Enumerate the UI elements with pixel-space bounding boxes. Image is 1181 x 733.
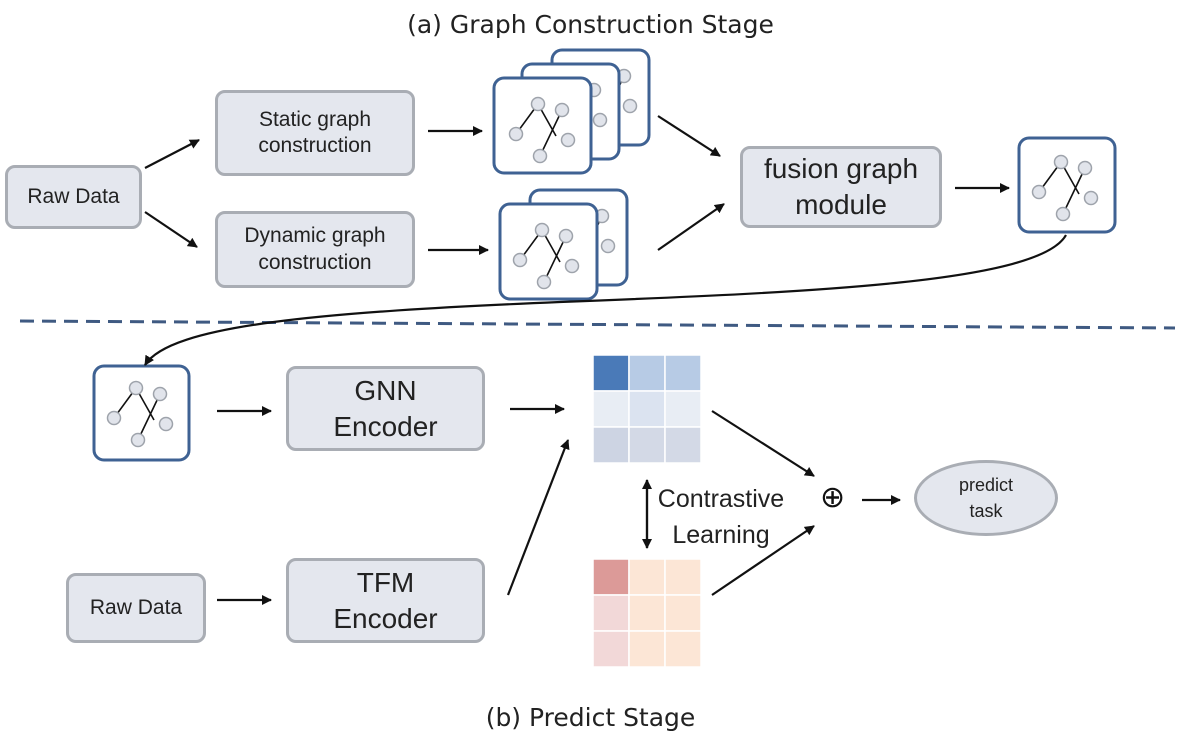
fusion-graph-label-line1: fusion graph [763,153,919,185]
concat-operator-icon: ⊕ [820,481,846,514]
graph-embedding-cell [592,390,630,428]
tfm-encoder-label: TFM Encoder [333,565,437,636]
graph-embedding-cell [628,426,666,464]
arrow-tfm-embedding-to-concat [711,525,815,596]
static-graph-stack-icon [492,48,651,175]
arrow-fused-graph-to-predict [144,234,1067,366]
contrastive-learning-line1: Contrastive [657,485,785,513]
tfm-embedding-cell [592,558,630,596]
fusion-graph-module-box: fusion graph module [740,146,942,228]
graph-embedding-cell [664,426,702,464]
fused-graph-icon [1017,136,1117,234]
static-graph-label-line2: construction [258,134,372,157]
arrow-tfm-to-embedding [506,439,570,596]
predict-task-label-line1: predict [958,474,1014,495]
tfm-encoder-box: TFM Encoder [286,558,485,643]
arrow-raw-to-static [144,139,200,169]
input-graph-icon [92,364,191,462]
tfm-encoder-label-line2: Encoder [333,602,438,634]
tfm-encoder-label-line1: TFM [356,566,415,598]
tfm-embedding-cell [592,594,630,632]
arrow-raw-to-dynamic [144,211,198,248]
graph-embedding-cell [664,354,702,392]
raw-data-box-top: Raw Data [5,165,142,229]
gnn-encoder-label-line2: Encoder [333,410,438,442]
graph-embedding-cell [628,390,666,428]
arrow-static-graphs-to-fusion [657,115,721,157]
gnn-encoder-label: GNN Encoder [333,373,437,444]
tfm-embedding-cell [664,594,702,632]
arrow-graph-embedding-to-concat [711,410,815,477]
dynamic-graph-label-line1: Dynamic graph [244,224,386,248]
dynamic-graph-stack-icon [498,188,629,301]
graph-construction-stage-title: (a) Graph Construction Stage [407,10,774,39]
raw-data-label: Raw Data [27,184,120,208]
graph-embedding-cell [592,354,630,392]
tfm-embedding-cell [628,594,666,632]
graph-embedding-cell [592,426,630,464]
predict-task-ellipse: predict task [914,460,1058,536]
static-graph-label-line1: Static graph [258,107,372,131]
tfm-embedding-cell [664,630,702,668]
tfm-embedding-cell [592,630,630,668]
stage-divider [19,319,1176,330]
static-graph-construction-box: Static graph construction [215,90,415,176]
raw-data-label: Raw Data [89,595,183,619]
tfm-embedding-matrix [592,558,702,668]
gnn-encoder-box: GNN Encoder [286,366,485,451]
raw-data-box-bottom: Raw Data [66,573,206,643]
dynamic-graph-label-line2: construction [258,250,372,274]
tfm-embedding-cell [664,558,702,596]
contrastive-learning-line2: Learning [672,521,770,550]
tfm-embedding-cell [628,558,666,596]
tfm-embedding-cell [628,630,666,668]
fusion-graph-label: fusion graph module [764,151,918,222]
predict-task-label-line2: task [969,501,1003,521]
fusion-graph-label-line2: module [795,189,887,220]
arrow-dynamic-graphs-to-fusion [657,203,725,251]
graph-embedding-cell [628,354,666,392]
gnn-encoder-label-line1: GNN [354,374,417,406]
graph-embedding-matrix [592,354,702,464]
predict-task-label: predict task [959,472,1013,524]
static-graph-label: Static graph construction [258,107,371,160]
predict-stage-title: (b) Predict Stage [485,703,696,732]
graph-embedding-cell [664,390,702,428]
